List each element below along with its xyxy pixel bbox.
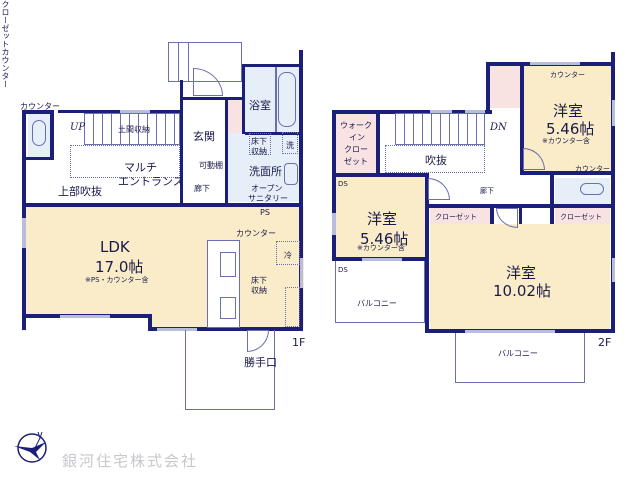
stairs-1f (84, 113, 180, 145)
kitchen-sink-icon (220, 252, 236, 277)
ldk-label: LDK (100, 238, 130, 256)
closet-s-right (555, 208, 610, 224)
closet-s-left (430, 208, 490, 224)
company-name: 銀河住宅株式会社 (62, 452, 199, 470)
room-w-floor (334, 176, 426, 260)
north-compass-bird-icon (14, 431, 47, 463)
back-yard-outline (185, 330, 275, 410)
room-s-floor (430, 224, 610, 330)
hallway-label: 廊下 (194, 184, 210, 193)
balcony-s-label: バルコニー (498, 349, 538, 358)
pantry (285, 287, 300, 327)
toilet-2f-icon (580, 183, 604, 195)
balcony-s (455, 333, 585, 383)
void-label: 吹抜 (425, 154, 447, 167)
toilet-icon (32, 120, 46, 146)
room-w-door[interactable] (428, 178, 450, 200)
shoe-storage (228, 97, 242, 133)
upper-void-label: 上部吹抜 (58, 185, 102, 198)
ldk-floor (24, 207, 304, 315)
floor-1f-label: 1F (292, 336, 306, 349)
void-2f (385, 145, 485, 173)
ldk-size: 17.0帖 (95, 258, 144, 276)
kitchen-counter (207, 240, 240, 328)
balcony-w (335, 261, 425, 323)
counter-label: カウンター (20, 102, 60, 111)
stairs-down-label: DN (490, 122, 507, 133)
movable-shelf-label: 可動棚 (199, 161, 223, 170)
room-ne-label: 洋室 (553, 102, 584, 120)
stairs-2f (395, 113, 485, 145)
stove-icon (220, 297, 236, 319)
room-w-label: 洋室 (367, 210, 398, 228)
entrance-label: 玄関 (193, 130, 215, 143)
bath-label: 浴室 (249, 99, 271, 112)
walk-in-closet-label: ゼット (344, 157, 368, 166)
washroom-label: 洗面所 (249, 165, 282, 178)
room-s-label: 洋室 (506, 264, 537, 282)
room-w-size: 5.46帖 (360, 230, 409, 248)
washer-space (282, 132, 298, 154)
room-ne-size: 5.46帖 (546, 120, 595, 138)
closet-ne (490, 66, 520, 108)
walk-in-closet (336, 113, 376, 173)
room-s-size: 10.02帖 (493, 282, 551, 300)
multi-entrance-label: エントランス (118, 175, 184, 188)
fridge-space (276, 241, 300, 265)
back-door-label: 勝手口 (244, 356, 277, 369)
washroom-area (228, 132, 300, 202)
floor-2f-label: 2F (598, 336, 612, 349)
balcony-w-label: バルコニー (357, 299, 397, 308)
earth-storage-label: 土間収納 (118, 125, 150, 134)
bathtub-icon (278, 72, 296, 127)
floor-plan-2f: DN ウォーク イン クロー ゼット 吹抜 廊下 クローゼット カウンター 洋室… (0, 0, 640, 383)
sink-icon (284, 163, 298, 185)
hallway-2f-label: 廊下 (480, 187, 494, 195)
stairs-up-label: UP (70, 122, 86, 133)
